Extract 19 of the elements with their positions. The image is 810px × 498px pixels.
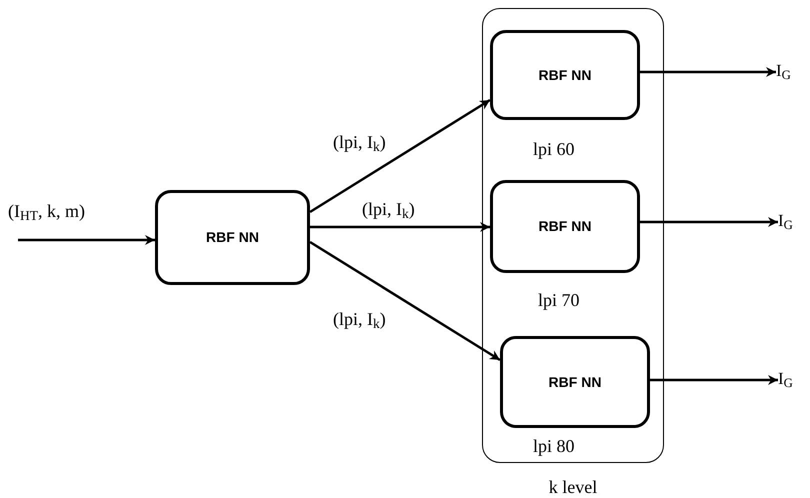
process-box <box>155 190 310 285</box>
node-caption: lpi 70 <box>538 289 580 312</box>
arrow <box>309 98 491 214</box>
output-label: I$_{G}$ <box>778 208 808 234</box>
arrow <box>640 67 776 77</box>
box-label: RBF NN <box>548 372 602 392</box>
node-caption: lpi 80 <box>533 435 575 458</box>
box-label: RBF NN <box>206 228 259 247</box>
box-label: RBF NN <box>538 66 592 84</box>
output-label: I$_{G}$ <box>778 366 808 392</box>
arrow <box>640 217 778 227</box>
arrow <box>650 375 778 385</box>
arrow <box>310 222 490 232</box>
group-label: k level <box>548 476 598 498</box>
arrow <box>18 235 155 245</box>
node-caption: lpi 60 <box>533 138 575 161</box>
box-label: RBF NN <box>538 217 592 236</box>
output-label: I$_{G}$ <box>776 58 806 84</box>
arrow <box>309 240 501 362</box>
